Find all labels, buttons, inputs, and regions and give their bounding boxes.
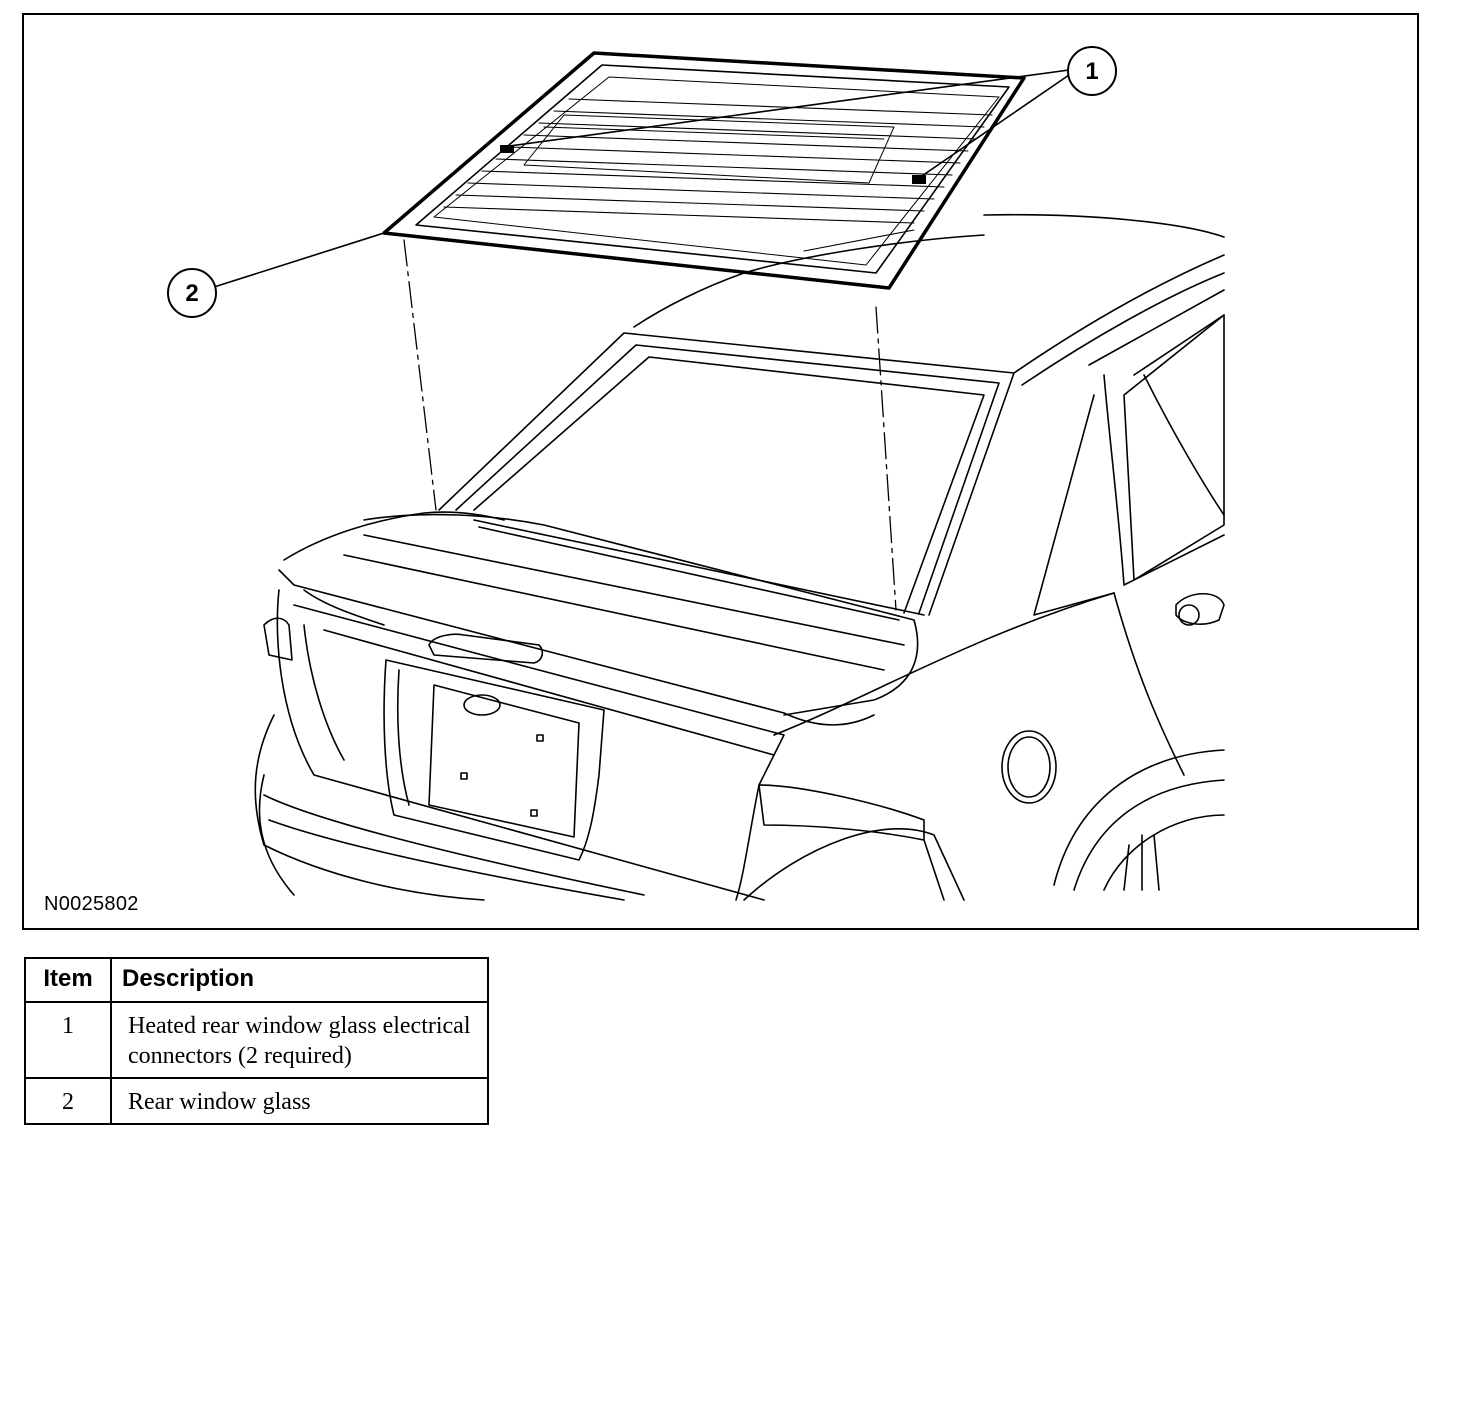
legend-item-number: 1 <box>24 1001 112 1079</box>
legend-row: 2 Rear window glass <box>24 1077 489 1125</box>
vehicle-body <box>254 213 1225 901</box>
rear-window-glass <box>382 51 1026 290</box>
legend-header-row: Item Description <box>24 957 489 1003</box>
callout-2-circle <box>167 268 217 318</box>
callout-1-circle <box>1067 46 1117 96</box>
rear-window-diagram: 1 2 <box>167 46 1225 901</box>
connector-left <box>500 145 514 153</box>
legend-item-description: Heated rear window glass electrical conn… <box>110 1001 489 1079</box>
legend-item-description: Rear window glass <box>110 1077 489 1125</box>
legend-row: 1 Heated rear window glass electrical co… <box>24 1001 489 1079</box>
diagram-frame: 1 2 N0025802 <box>22 13 1419 930</box>
figure-id: N0025802 <box>44 893 139 915</box>
connector-right <box>912 175 926 184</box>
legend-table: Item Description 1 Heated rear window gl… <box>24 957 489 1125</box>
legend-item-number: 2 <box>24 1077 112 1125</box>
legend-header-description: Description <box>110 957 489 1003</box>
legend-header-item: Item <box>24 957 112 1003</box>
callout-2-label: 2 <box>185 280 198 307</box>
callout-1-label: 1 <box>1085 58 1098 85</box>
